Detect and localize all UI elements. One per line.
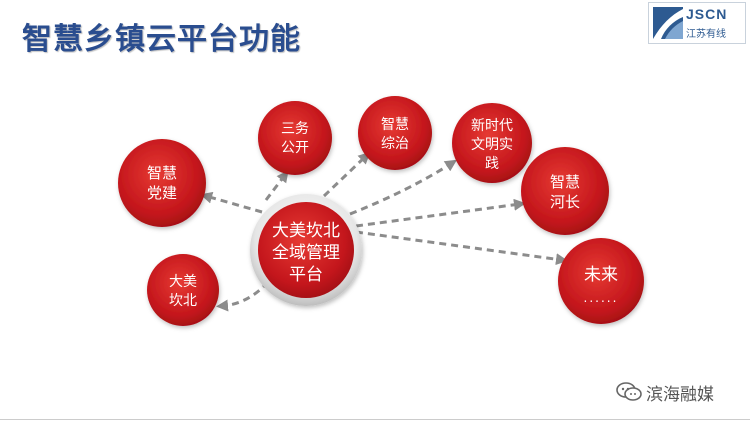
node-beautiful-kanbei-line-2: 坎北 [169,293,197,309]
node-civilization-practice-line-2: 文明实 [471,137,513,153]
arrow-to-future [355,230,568,266]
node-smart-river-chief: 智慧 河长 [521,147,609,235]
node-beautiful-kanbei: 大美 坎北 [147,254,219,326]
node-beautiful-kanbei-line-1: 大美 [169,274,197,290]
node-smart-river-chief-line-1: 智慧 [550,173,580,191]
arrow-to-smart-river-chief [355,198,526,228]
arrow-to-three-affairs [264,170,289,201]
center-hub-line-3: 平台 [289,265,323,285]
center-hub-line-1: 大美坎北 [272,221,340,241]
center-hub: 大美坎北 全域管理 平台 [250,194,362,306]
arrow-to-civilization-practice [349,159,458,216]
node-smart-governance-line-1: 智慧 [381,117,409,133]
arrow-to-beautiful-kanbei [216,280,270,312]
logo-subtitle: 江苏有线 [686,29,726,40]
node-smart-governance: 智慧 综治 [358,96,432,170]
chat-bubbles-icon [616,382,642,401]
node-smart-party-line-2: 党建 [147,184,177,202]
watermark: 滨海融媒 [616,380,714,405]
node-smart-governance-line-2: 综治 [381,136,409,152]
node-future: 未来 ...... [558,238,644,324]
node-three-affairs-line-1: 三务 [281,121,309,137]
watermark-text: 滨海融媒 [646,384,714,405]
jscn-logo: JSCN 江苏有线 [648,2,746,44]
node-smart-party: 智慧 党建 [118,139,206,227]
node-three-affairs: 三务 公开 [258,101,332,175]
bottom-divider [0,419,750,420]
node-civilization-practice-line-3: 践 [485,156,499,172]
page-title: 智慧乡镇云平台功能 [22,22,301,57]
jscn-logo-icon [653,7,683,39]
logo-name: JSCN [686,6,728,22]
node-civilization-practice: 新时代 文明实 践 [452,103,532,183]
node-civilization-practice-line-1: 新时代 [471,118,513,134]
node-future-line-1: 未来 [584,265,618,285]
arrow-to-smart-party [200,191,263,214]
center-hub-line-2: 全域管理 [272,243,340,263]
node-three-affairs-line-2: 公开 [281,140,309,156]
arrow-to-smart-governance [322,151,371,198]
node-smart-river-chief-line-2: 河长 [550,193,580,211]
node-smart-party-line-1: 智慧 [147,164,177,182]
node-future-line-2: ...... [584,291,619,305]
